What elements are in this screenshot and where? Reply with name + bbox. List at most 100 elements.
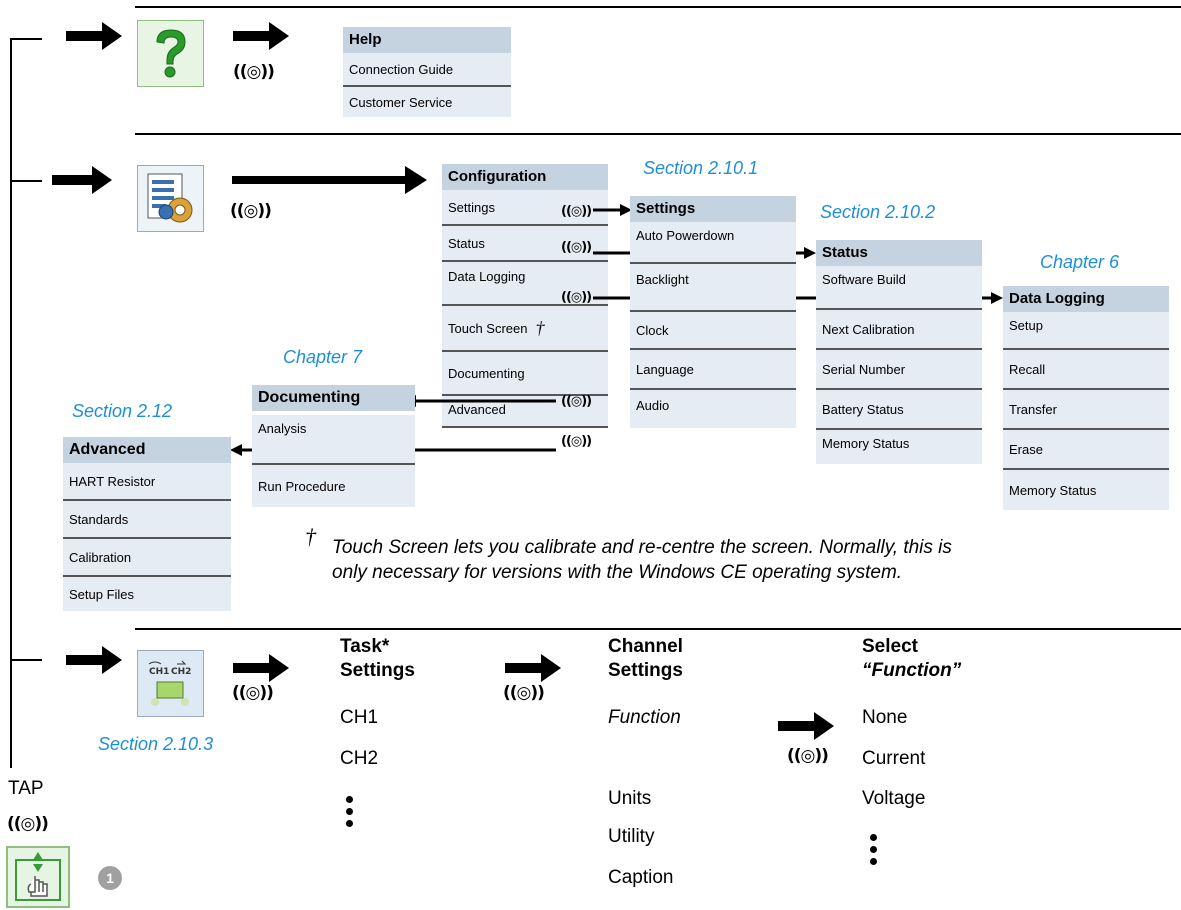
data-logging-item-transfer[interactable]: Transfer [1003, 390, 1169, 430]
configuration-item-settings[interactable]: Settings [442, 190, 608, 226]
settings-item-clock[interactable]: Clock [630, 312, 796, 350]
status-menu-title: Status [816, 240, 982, 266]
arrow-right-icon [233, 654, 289, 682]
channel-item-caption[interactable]: Caption [608, 867, 674, 888]
step-badge: 1 [98, 866, 122, 890]
tap-icon: ((◎)) [232, 683, 274, 703]
settings-item-auto-powerdown[interactable]: Auto Powerdown [630, 222, 796, 264]
documenting-menu: Documenting Analysis Run Procedure [252, 385, 415, 507]
help-item-customer-service[interactable]: Customer Service [343, 87, 511, 117]
advanced-item-calibration[interactable]: Calibration [63, 539, 231, 577]
arrow-right-icon [505, 654, 561, 682]
hand-pointer-icon[interactable] [6, 846, 70, 908]
advanced-item-hart-resistor[interactable]: HART Resistor [63, 463, 231, 501]
configuration-item-documenting[interactable]: Documenting [442, 352, 608, 396]
status-item-software-build[interactable]: Software Build [816, 266, 982, 310]
tree-branch-1 [10, 38, 42, 40]
status-item-next-calibration[interactable]: Next Calibration [816, 310, 982, 350]
documenting-item-analysis[interactable]: Analysis [252, 415, 415, 465]
data-logging-menu: Data Logging Setup Recall Transfer Erase… [1003, 286, 1169, 510]
configuration-item-status[interactable]: Status [442, 226, 608, 262]
select-item-current[interactable]: Current [862, 748, 926, 769]
advanced-menu-title: Advanced [63, 437, 231, 463]
select-item-voltage[interactable]: Voltage [862, 788, 926, 809]
task-title-line-1: Task* [340, 636, 390, 657]
dagger-mark: † [535, 317, 545, 338]
footnote-line-1: Touch Screen lets you calibrate and re-c… [332, 537, 952, 558]
advanced-item-setup-files[interactable]: Setup Files [63, 577, 231, 611]
section-caption: Section 2.10.3 [98, 734, 214, 754]
settings-item-backlight[interactable]: Backlight [630, 264, 796, 312]
configuration-item-touch-screen[interactable]: Touch Screen† [442, 306, 608, 352]
settings-item-language[interactable]: Language [630, 350, 796, 390]
arrow-right-icon [66, 22, 122, 50]
select-title-line-1: Select [862, 636, 918, 657]
tap-icon: ((◎)) [561, 394, 592, 409]
channel-item-function[interactable]: Function [608, 707, 681, 728]
configuration-menu-title: Configuration [442, 164, 608, 190]
tap-icon: ((◎)) [787, 746, 829, 766]
channel-item-utility[interactable]: Utility [608, 826, 655, 847]
tree-trunk [10, 38, 12, 768]
help-menu-title: Help [343, 27, 511, 53]
section-caption: Section 2.10.2 [820, 202, 936, 222]
channel-item-units[interactable]: Units [608, 788, 652, 809]
tap-icon: ((◎)) [7, 814, 49, 834]
arrow-right-icon [233, 22, 289, 50]
task-item-ch1[interactable]: CH1 [340, 707, 379, 728]
section-caption: Chapter 6 [1040, 252, 1120, 272]
arrow-right-icon [778, 712, 834, 740]
arrow-right-icon [52, 166, 112, 194]
documenting-item-run-procedure[interactable]: Run Procedure [252, 465, 415, 507]
select-item-none[interactable]: None [862, 707, 908, 728]
tap-icon: ((◎)) [561, 434, 592, 449]
separator-2 [135, 628, 1181, 630]
data-logging-menu-title: Data Logging [1003, 286, 1169, 312]
configuration-menu: Configuration Settings Status Data Loggi… [442, 164, 608, 428]
more-items-ellipsis [870, 834, 878, 870]
tree-branch-3 [10, 659, 42, 661]
settings-item-audio[interactable]: Audio [630, 390, 796, 428]
documenting-menu-title: Documenting [252, 385, 415, 411]
advanced-item-standards[interactable]: Standards [63, 501, 231, 539]
question-mark-icon [155, 28, 186, 77]
channel-title-line-2: Settings [608, 660, 683, 681]
data-logging-item-setup[interactable]: Setup [1003, 312, 1169, 350]
separator-1 [135, 133, 1181, 135]
svg-text:CH1: CH1 [149, 667, 169, 677]
data-logging-item-recall[interactable]: Recall [1003, 350, 1169, 390]
status-item-battery-status[interactable]: Battery Status [816, 390, 982, 430]
settings-gear-icon[interactable] [137, 165, 204, 232]
arrow-right-icon [232, 166, 427, 194]
settings-menu-title: Settings [630, 196, 796, 222]
status-item-memory-status[interactable]: Memory Status [816, 430, 982, 464]
task-item-ch2[interactable]: CH2 [340, 748, 379, 769]
data-logging-item-memory-status[interactable]: Memory Status [1003, 470, 1169, 510]
status-item-serial-number[interactable]: Serial Number [816, 350, 982, 390]
channel-title-line-1: Channel [608, 636, 683, 657]
section-caption: Section 2.10.1 [643, 158, 759, 178]
arrow-right-icon [66, 646, 122, 674]
tap-icon: ((◎)) [503, 683, 545, 703]
svg-text:CH2: CH2 [171, 667, 191, 677]
data-logging-item-erase[interactable]: Erase [1003, 430, 1169, 470]
help-item-connection-guide[interactable]: Connection Guide [343, 53, 511, 87]
section-caption: Chapter 7 [283, 347, 363, 367]
task-settings-icon[interactable]: CH1 CH2 [137, 650, 204, 717]
footnote-line-2: only necessary for versions with the Win… [332, 562, 903, 583]
footnote-mark: † [305, 524, 316, 549]
tap-icon: ((◎)) [230, 201, 272, 221]
tap-label: TAP [8, 778, 44, 799]
status-menu: Status Software Build Next Calibration S… [816, 240, 982, 464]
tree-branch-2 [10, 180, 42, 182]
tap-icon: ((◎)) [233, 62, 275, 82]
help-icon[interactable] [137, 20, 204, 87]
configuration-item-data-logging[interactable]: Data Logging [442, 262, 608, 306]
tap-icon: ((◎)) [561, 204, 592, 219]
tap-icon: ((◎)) [561, 290, 592, 305]
tap-icon: ((◎)) [561, 240, 592, 255]
configuration-item-advanced[interactable]: Advanced [442, 396, 608, 428]
task-title-line-2: Settings [340, 660, 415, 681]
section-caption: Section 2.12 [72, 401, 173, 421]
separator-top [135, 6, 1181, 8]
